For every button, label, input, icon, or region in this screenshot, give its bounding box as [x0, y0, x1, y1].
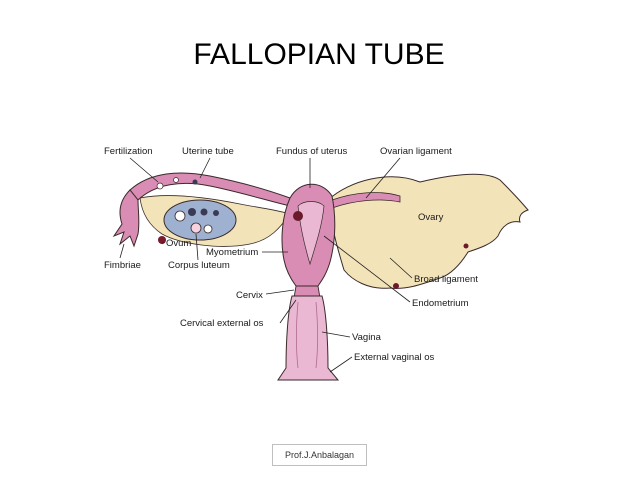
- follicle-icon: [203, 224, 213, 234]
- ovary-left-shape: [163, 199, 237, 241]
- broad-ligament-shape: [327, 173, 529, 289]
- label-external-vaginal-os: External vaginal os: [354, 352, 435, 363]
- label-cervical-external-os: Cervical external os: [180, 318, 264, 329]
- uterine-cavity: [297, 201, 325, 266]
- label-fimbriae: Fimbriae: [104, 260, 141, 271]
- label-ovum: Ovum: [166, 238, 191, 249]
- fimbriae-shape: [112, 189, 140, 248]
- embryo-icon: [293, 211, 303, 221]
- label-fundus: Fundus of uterus: [276, 146, 348, 157]
- vagina-shape: [277, 295, 340, 381]
- ovum-icon: [156, 182, 164, 190]
- label-myometrium: Myometrium: [206, 247, 258, 258]
- label-corpus-luteum: Corpus luteum: [168, 260, 230, 271]
- follicle-icon: [200, 208, 208, 216]
- ovum-icon: [173, 177, 179, 183]
- uterus-anatomy-diagram: Fertilization Uterine tube Fundus of ute…: [104, 146, 529, 381]
- ligament-dot-icon: [463, 243, 469, 249]
- label-vagina: Vagina: [352, 332, 382, 343]
- label-uterine-tube: Uterine tube: [182, 146, 234, 157]
- label-broad-ligament: Broad ligament: [414, 274, 478, 285]
- uterine-tube-right: [331, 192, 401, 209]
- slide-title: FALLOPIAN TUBE: [193, 38, 445, 71]
- label-endometrium: Endometrium: [412, 298, 469, 309]
- vaginal-wall-lines: [296, 301, 318, 369]
- follicle-icon: [174, 210, 186, 222]
- ovum-icon: [158, 236, 166, 244]
- ligament-dot-icon: [393, 283, 399, 289]
- label-fertilization: Fertilization: [104, 146, 153, 157]
- follicle-icon: [188, 208, 196, 216]
- label-ovary: Ovary: [418, 212, 444, 223]
- corpus-luteum-icon: [190, 222, 202, 234]
- slide-footer-credit: Prof.J.Anbalagan: [272, 444, 367, 466]
- label-cervix: Cervix: [236, 290, 263, 301]
- label-ovarian-ligament: Ovarian ligament: [380, 146, 452, 157]
- follicle-icon: [213, 210, 219, 216]
- leader-lines: [119, 157, 413, 373]
- ovum-icon: [192, 179, 198, 185]
